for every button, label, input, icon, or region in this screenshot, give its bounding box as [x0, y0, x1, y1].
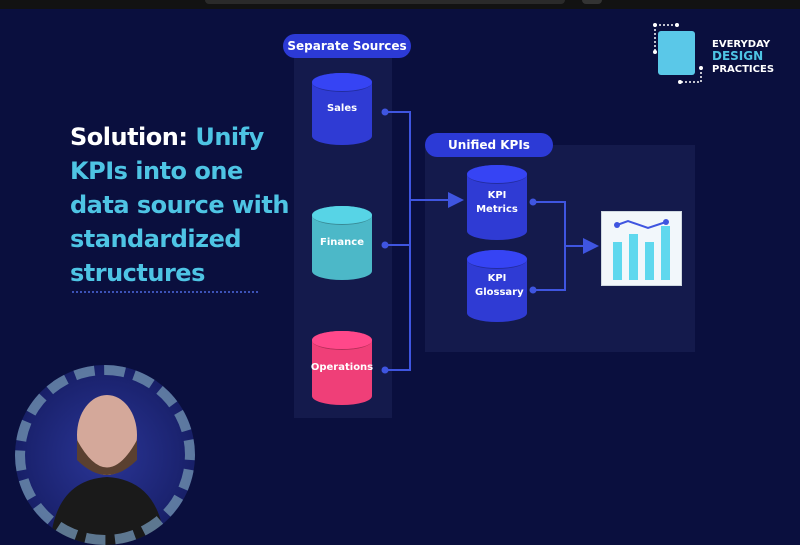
heading-line2: KPIs into one: [70, 157, 243, 185]
sales-database: Sales: [312, 73, 372, 145]
kpi-metrics-label: KPI Metrics: [476, 189, 518, 215]
logo-line3: PRACTICES: [712, 64, 775, 75]
logo-line1: EVERYDAY: [712, 39, 771, 50]
finance-database: Finance: [312, 206, 372, 280]
heading-line4: standardized: [70, 225, 242, 253]
browser-top-bar: [0, 0, 800, 9]
everyday-design-practices-logo: EVERYDAY DESIGN PRACTICES: [652, 22, 782, 84]
heading-line3: data source with: [70, 191, 289, 219]
switch-icon: [658, 31, 695, 75]
dashboard-chart-icon: [601, 211, 682, 286]
operations-database: Operations: [310, 331, 374, 405]
kpi-glossary-database: KPI Glossary: [467, 250, 527, 322]
kpi-metrics-database: KPI Metrics: [467, 165, 527, 240]
heading-line5: structures: [70, 259, 205, 287]
finance-label: Finance: [320, 237, 364, 248]
top-button[interactable]: [582, 0, 602, 4]
progress-track[interactable]: [205, 0, 565, 4]
connector-lines: [381, 108, 599, 374]
operations-label: Operations: [310, 362, 374, 373]
dotted-divider: [72, 291, 258, 293]
logo-line2: DESIGN: [712, 49, 764, 63]
sales-label: Sales: [326, 103, 358, 114]
unified-kpis-label: Unified KPIs: [425, 133, 553, 157]
heading-line1: Unify: [187, 123, 264, 151]
heading-prefix: Solution:: [70, 123, 188, 151]
slide-heading: Solution: Unify KPIs into one data sourc…: [70, 120, 289, 290]
separate-sources-label: Separate Sources: [283, 34, 411, 58]
webcam-ring-decoration: [15, 365, 195, 545]
kpi-glossary-label: KPI Glossary: [475, 273, 524, 298]
